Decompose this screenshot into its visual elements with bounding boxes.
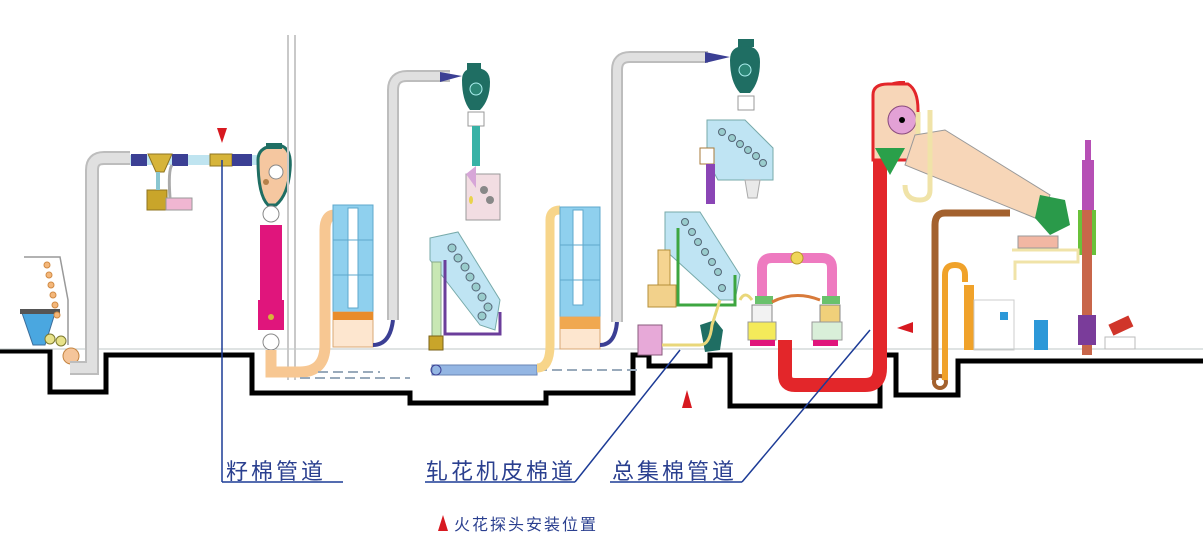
return-pipe <box>430 364 640 376</box>
seed-cotton-separator <box>256 143 292 351</box>
dryer-tower-2 <box>536 205 619 373</box>
lint-cleaners <box>738 251 843 346</box>
feeder-hopper <box>20 256 80 365</box>
bale-press <box>1012 140 1136 355</box>
transport-duct-2 <box>387 70 462 320</box>
gin-stand <box>637 211 741 356</box>
leader-lines <box>221 160 871 483</box>
marker-main-lint <box>897 322 913 333</box>
marker-seed-cotton <box>217 128 227 143</box>
seed-cotton-duct-pipe <box>70 151 260 375</box>
leader-gin-lint <box>574 349 681 483</box>
label-seed-cotton-duct: 籽棉管道 <box>226 460 327 485</box>
trash-duct <box>931 209 1010 390</box>
floor-outline <box>0 348 1203 409</box>
building-column <box>287 35 296 380</box>
cleaner-1 <box>428 231 502 351</box>
transport-duct-3 <box>611 51 730 322</box>
cleaner-2 <box>699 119 774 204</box>
legend: 火花探头安装位置 <box>438 511 598 535</box>
label-gin-lint-duct: 轧花机皮棉道 <box>426 460 577 485</box>
label-main-lint-duct: 总集棉管道 <box>612 460 738 485</box>
legend-text: 火花探头安装位置 <box>454 515 599 534</box>
separator-fan-2 <box>462 63 501 221</box>
cyclone <box>942 261 1048 380</box>
feed-duct-1 <box>265 209 410 379</box>
separator-fan-3 <box>730 39 760 111</box>
lint-slide <box>902 110 1070 235</box>
leader-main-lint <box>741 329 871 483</box>
dryer-tower-1 <box>332 204 395 348</box>
red-triangle-icon <box>438 515 448 531</box>
marker-gin-lint <box>682 390 692 408</box>
